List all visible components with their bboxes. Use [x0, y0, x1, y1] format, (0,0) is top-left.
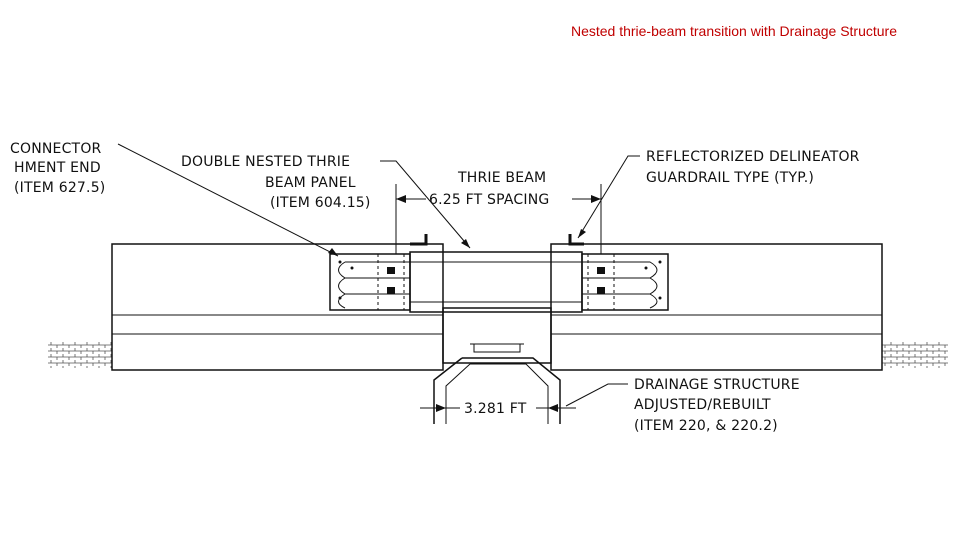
- drainage-structure: [433, 307, 561, 424]
- label-width-dimension: 3.281 FT: [464, 401, 527, 417]
- ground-hatch-left: [48, 342, 112, 368]
- label-delineator-line2: GUARDRAIL TYPE (TYP.): [646, 170, 814, 186]
- thrie-beam-rail: [409, 251, 583, 313]
- label-panel-line1: DOUBLE NESTED THRIE: [181, 154, 350, 170]
- label-spacing: 6.25 FT SPACING: [429, 192, 549, 208]
- label-thrie-beam: THRIE BEAM: [457, 170, 546, 186]
- label-drainage-line2: ADJUSTED/REBUILT: [634, 397, 771, 413]
- ground-hatch-right: [882, 342, 948, 368]
- width-dimension: [420, 404, 576, 412]
- label-delineator-line1: REFLECTORIZED DELINEATOR: [646, 149, 860, 165]
- right-abutment: [550, 243, 883, 371]
- left-nested-panel: [329, 253, 411, 311]
- label-connector-line1: CONNECTOR: [10, 141, 102, 157]
- label-panel-line2: BEAM PANEL: [265, 175, 356, 191]
- right-nested-panel: [581, 253, 669, 311]
- left-abutment: [111, 243, 444, 371]
- left-delineator-icon: [410, 234, 428, 246]
- label-drainage-line1: DRAINAGE STRUCTURE: [634, 377, 800, 393]
- slide-title: Nested thrie-beam transition with Draina…: [570, 23, 897, 39]
- label-connector-item: (ITEM 627.5): [14, 180, 105, 196]
- leader-lines: [117, 143, 640, 407]
- label-panel-item: (ITEM 604.15): [270, 195, 371, 211]
- label-drainage-item: (ITEM 220, & 220.2): [634, 418, 778, 434]
- spacing-dimension: [396, 195, 601, 203]
- right-delineator-icon: [568, 234, 584, 246]
- label-connector-line2: HMENT END: [14, 160, 101, 176]
